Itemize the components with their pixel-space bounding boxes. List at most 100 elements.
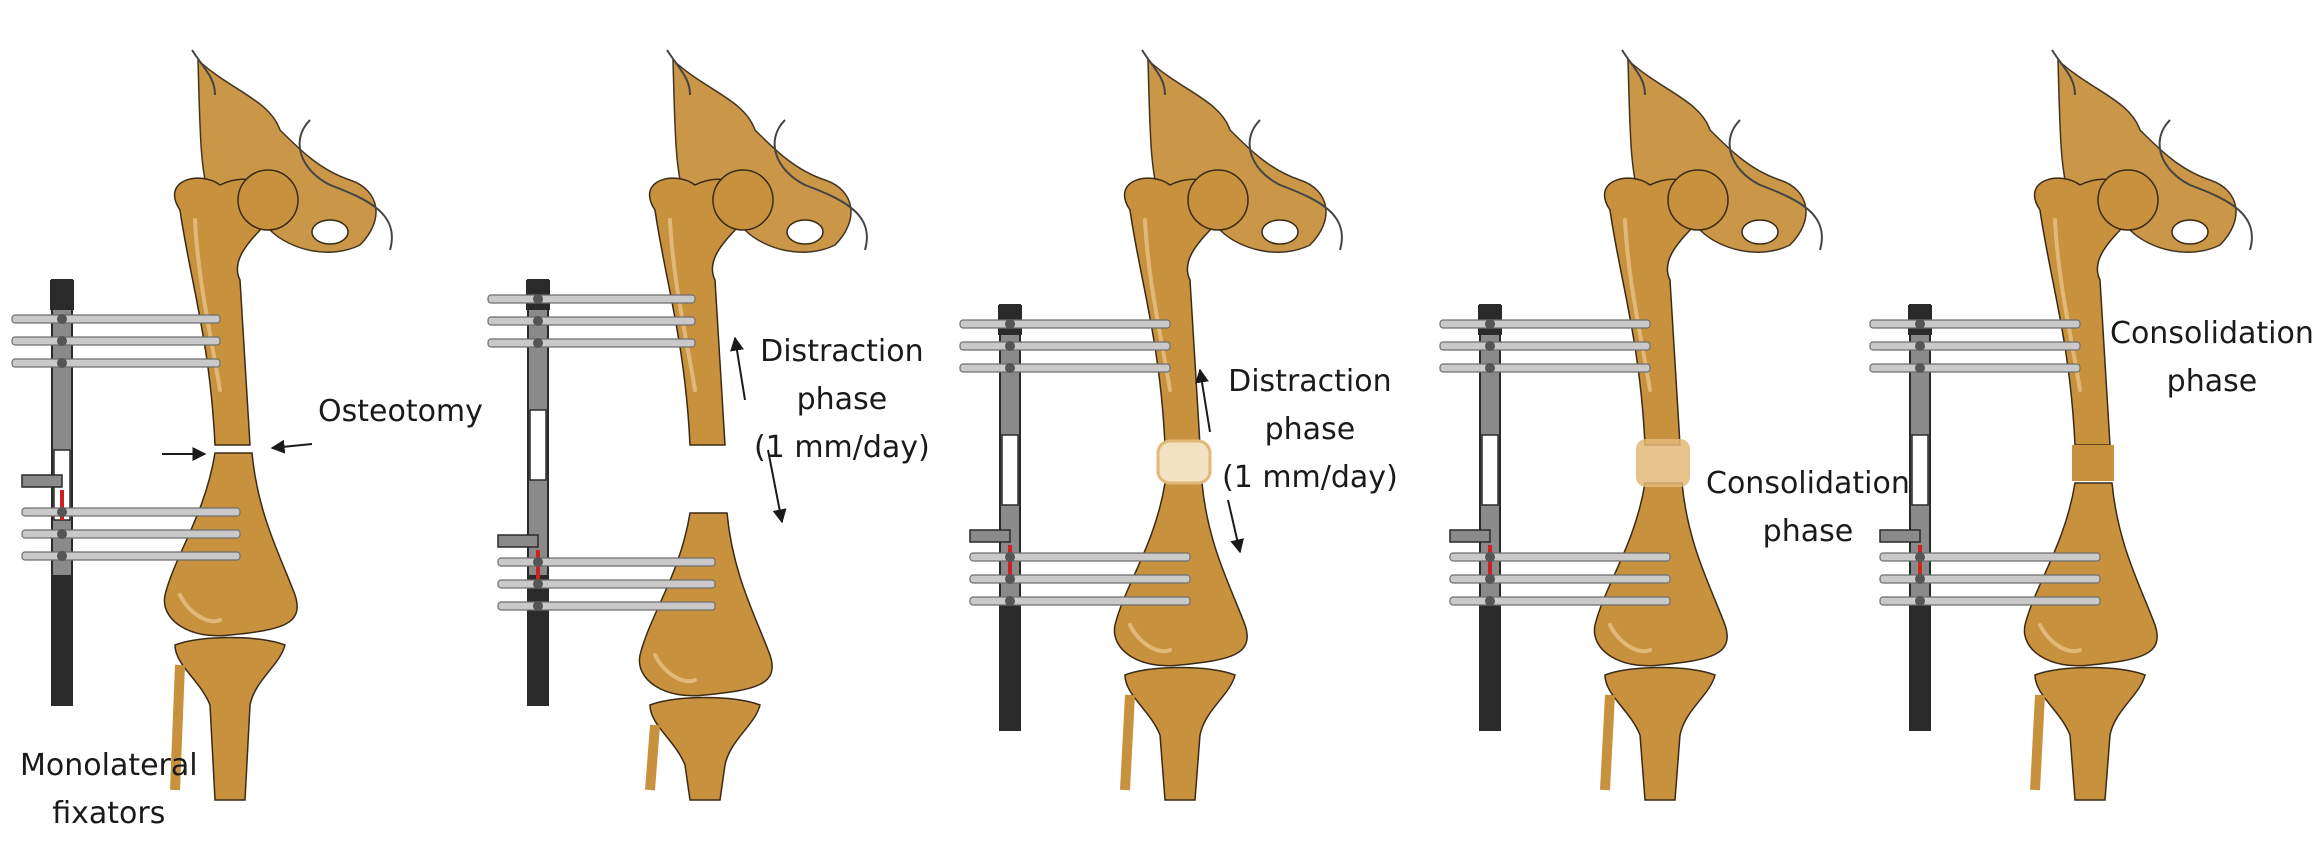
pin-bolt (57, 551, 67, 561)
pin-bolt (533, 316, 543, 326)
pin-bolt (533, 294, 543, 304)
distraction-window (1001, 434, 1019, 506)
fixators-line-2: fixators (52, 796, 166, 831)
lower-pin (969, 596, 1191, 606)
pin-bolt (1485, 341, 1495, 351)
upper-pin (1869, 363, 2081, 373)
consolidation-b-line-2: phase (2166, 364, 2258, 399)
pin-bolt (57, 507, 67, 517)
condyle-highlight (653, 653, 697, 684)
lower-pin (497, 579, 716, 589)
pin-bolt (1915, 363, 1925, 373)
obturator-line (1728, 119, 1823, 251)
tibia-shape (1604, 666, 1716, 801)
fixators-line-1: Monolateral (20, 748, 198, 783)
tibia-shape (2034, 666, 2146, 801)
condyle-highlight (1608, 623, 1652, 654)
pelvis-outline-line (1621, 49, 1646, 96)
upper-pin (1869, 341, 2081, 351)
obturator-foramen (311, 219, 349, 245)
condyle-highlight (178, 593, 222, 624)
distraction-phase-label-panel-3: Distraction phase (1 mm/day) (1222, 358, 1398, 502)
osteotomy-text: Osteotomy (318, 394, 483, 429)
distraction-arrow-up-panel-3 (1195, 368, 1211, 433)
pin-bolt (1005, 552, 1015, 562)
fixator-clamp (497, 534, 539, 548)
lower-pin (1449, 596, 1671, 606)
osteotomy-label: Osteotomy (318, 388, 483, 436)
femur-osteotomy-icon (11, 49, 393, 801)
pelvis-outline-line (666, 49, 691, 96)
pelvis-outline-line (1141, 49, 1166, 96)
obturator-foramen (1741, 219, 1779, 245)
monolateral-fixators-label: Monolateral fixators (20, 742, 198, 838)
obturator-foramen (2171, 219, 2209, 245)
femur-consolidation-callus-icon (1439, 49, 1823, 801)
tibia-shape (174, 636, 286, 801)
pin-bolt (1915, 341, 1925, 351)
consolidation-a-line-1: Consolidation (1706, 466, 1910, 501)
fixator-lower-rod (529, 575, 547, 705)
femur-distraction-regenerate-icon (959, 49, 1343, 801)
pin-bolt (533, 338, 543, 348)
upper-pin (11, 314, 221, 324)
fibula-shape (1120, 694, 1135, 791)
osteotomy-arrow-right (270, 439, 313, 454)
femur-distraction-gap-icon (487, 49, 868, 801)
distraction-arrow-down-panel-3 (1227, 499, 1244, 554)
femur-distal-segment (163, 452, 298, 637)
fixator-lower-rod (1481, 600, 1499, 730)
consolidation-b-line-1: Consolidation (2110, 316, 2314, 351)
obturator-foramen (786, 219, 824, 245)
pin-bolt (1005, 363, 1015, 373)
lower-pin (969, 552, 1191, 562)
pin-bolt (1485, 574, 1495, 584)
fixator-top-cap (50, 280, 74, 310)
arrows-layer (162, 336, 1244, 554)
upper-pin (1439, 341, 1651, 351)
upper-pin (959, 341, 1171, 351)
consolidated-bone (2072, 445, 2114, 481)
lower-pin (21, 507, 241, 517)
femoral-head (237, 169, 299, 231)
fixator-lower-rod (53, 575, 71, 705)
pin-bolt (1005, 341, 1015, 351)
distraction-arrow-up-panel-2 (730, 336, 746, 401)
upper-pin (487, 294, 696, 304)
pin-bolt (1915, 596, 1925, 606)
pin-bolt (57, 358, 67, 368)
pin-bolt (533, 557, 543, 567)
pin-bolt (1485, 319, 1495, 329)
pin-bolt (1915, 319, 1925, 329)
lower-pin (969, 574, 1191, 584)
distraction-window (1911, 434, 1929, 506)
obturator-line (773, 119, 868, 251)
femur-distal-segment (1113, 482, 1248, 667)
femur-distal-segment (2023, 482, 2158, 667)
fixator-clamp (21, 474, 63, 488)
obturator-line (2158, 119, 2253, 251)
upper-pin (959, 319, 1171, 329)
distraction-b-line-2: phase (1264, 412, 1356, 447)
fibula-shape (1600, 694, 1615, 791)
upper-pin (487, 316, 696, 326)
femur-consolidated-icon (1869, 49, 2253, 801)
condyle-highlight (1128, 623, 1172, 654)
pin-bolt (1005, 574, 1015, 584)
fixator-lower-rod (1001, 600, 1019, 730)
lower-pin (1879, 596, 2101, 606)
fibula-shape (2030, 694, 2045, 791)
pin-bolt (57, 314, 67, 324)
upper-pin (959, 363, 1171, 373)
upper-pin (1439, 363, 1651, 373)
upper-pin (487, 338, 696, 348)
fixator-red-marker (60, 490, 64, 520)
pelvis-outline-line (191, 49, 216, 96)
consolidation-a-line-2: phase (1762, 514, 1854, 549)
pin-bolt (1485, 363, 1495, 373)
pelvis-outline-line (2051, 49, 2076, 96)
distraction-a-line-2: phase (796, 382, 888, 417)
pin-bolt (57, 336, 67, 346)
callus-bone (1636, 439, 1690, 487)
lower-pin (1449, 552, 1671, 562)
